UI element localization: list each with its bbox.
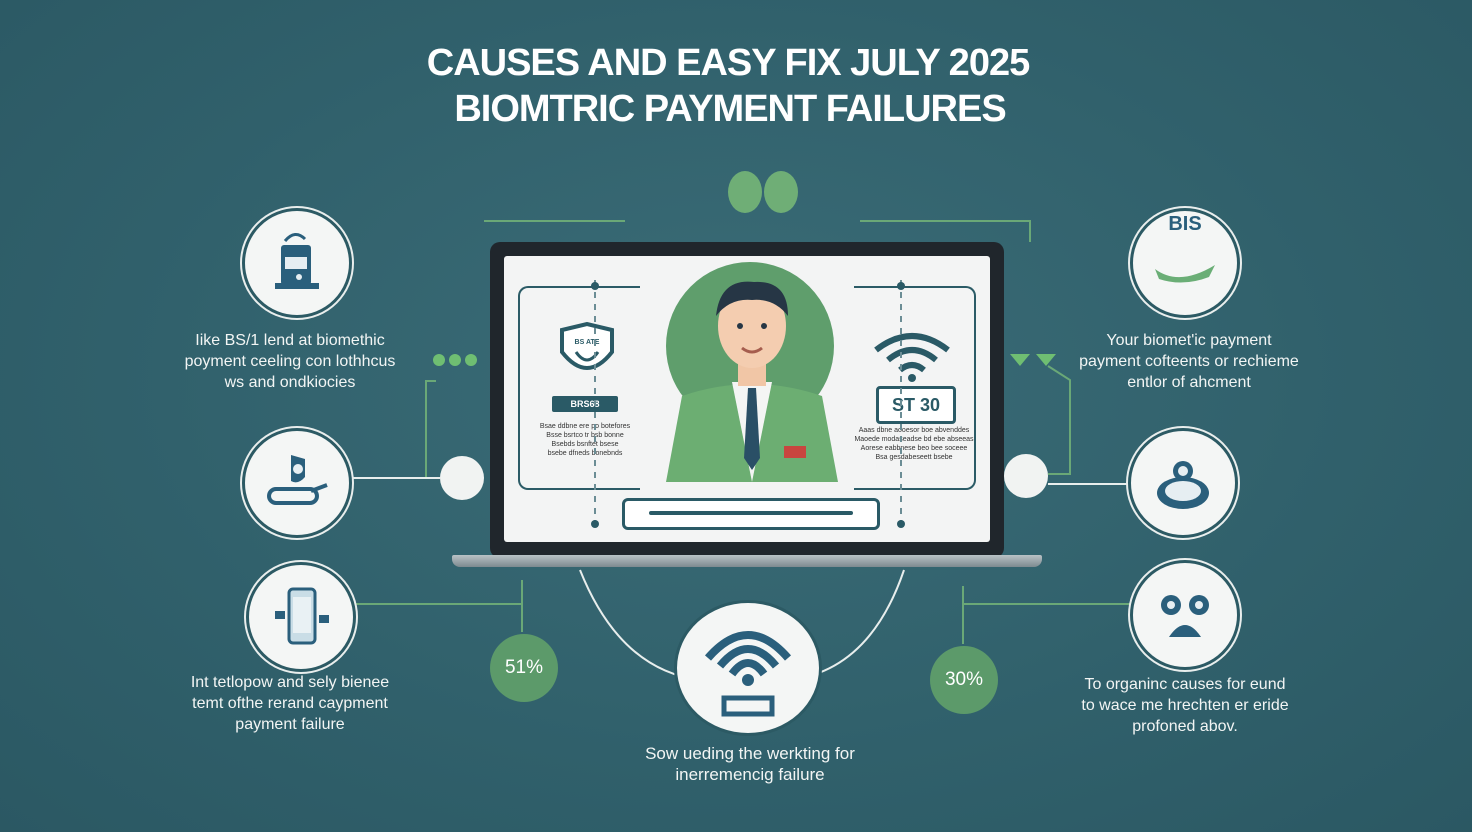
bottom-hub-circle bbox=[674, 600, 822, 736]
left-bottom-caption: Int tetlopow and sely bienee temt ofthe … bbox=[150, 672, 430, 735]
caption-line: inerremencig failure bbox=[675, 765, 825, 784]
bis-text: BIS bbox=[1168, 213, 1202, 235]
caption-line: payment failure bbox=[235, 716, 345, 733]
right-bottom-caption: To organinc causes for eund to wace me h… bbox=[1040, 674, 1330, 737]
title-line-2: BIOMTRIC PAYMENT FAILURES bbox=[454, 88, 1006, 130]
fingerprint-icon-circle bbox=[1130, 560, 1240, 670]
caption-line: temt ofthe rerand caypment bbox=[192, 695, 388, 712]
caption-line: to wace me hrechten er eride bbox=[1081, 697, 1289, 714]
bottom-caption: Sow ueding the werkting for inerremencig… bbox=[600, 743, 900, 785]
shield-icon bbox=[560, 322, 614, 370]
laptop-base bbox=[452, 555, 1042, 567]
wifi-icon bbox=[874, 333, 950, 382]
caption-line: poyment ceeling con lothhcus bbox=[184, 353, 396, 370]
stat-left: 51% bbox=[490, 634, 558, 702]
right-connector-node bbox=[1004, 454, 1048, 498]
shield-badge: BS ATE bbox=[574, 339, 600, 346]
title-line-1: CAUSES AND EASY FIX JULY 2025 bbox=[426, 42, 1030, 84]
left-dashed-line bbox=[591, 280, 599, 528]
kiosk-icon bbox=[275, 233, 319, 289]
tiny-line: bsebe dfneds bonebnds bbox=[547, 450, 623, 457]
arrow-indicator-icon bbox=[1010, 354, 1056, 366]
bis-icon: BIS bbox=[1149, 213, 1221, 313]
screen-left-text: Bsae ddbne ere po botefores Bsse bsrtco … bbox=[524, 422, 646, 458]
tiny-line: Maoede modaseadse bd ebe abseeas bbox=[854, 436, 974, 443]
caption-line: To organinc causes for eund bbox=[1084, 676, 1286, 693]
tiny-line: Aaas dbne aooesor boe abvenddes bbox=[858, 427, 970, 434]
tiny-line: Bsae ddbne ere po botefores bbox=[539, 423, 631, 430]
tiny-line: Bsebds bsnftet bsese bbox=[551, 441, 619, 448]
phone-icon-circle bbox=[246, 562, 356, 672]
tiny-line: Bsa gesdabeseett bsebe bbox=[875, 454, 953, 461]
biometric-scan-icon bbox=[704, 631, 792, 717]
caption-line: Int tetlopow and sely bienee bbox=[190, 674, 390, 691]
right-dashed-line bbox=[897, 280, 905, 528]
bis-icon-circle: BIS bbox=[1130, 208, 1240, 318]
hand-shield-icon bbox=[267, 455, 328, 505]
caption-line: ws and ondkiocies bbox=[224, 374, 356, 391]
caption-line: profoned abov. bbox=[1132, 718, 1238, 735]
right-top-caption: Your biomet'ic payment payment cofteents… bbox=[1046, 330, 1332, 393]
dots-indicator bbox=[433, 354, 477, 366]
left-connector-node bbox=[440, 456, 484, 500]
person-illustration bbox=[666, 281, 838, 482]
caption-line: entlor of ahcment bbox=[1127, 374, 1251, 391]
screen-left-panel bbox=[518, 286, 640, 490]
phone-icon bbox=[275, 587, 329, 645]
face-scan-icon bbox=[1157, 461, 1209, 509]
caption-line: Your biomet'ic payment bbox=[1106, 332, 1272, 349]
fingerprint-faces-icon bbox=[1161, 595, 1209, 637]
left-top-caption: Iike BS/1 lend at biomethic poyment ceel… bbox=[150, 330, 430, 393]
progress-bar-fill bbox=[649, 511, 853, 515]
screen-left-label: BRS68 bbox=[552, 396, 618, 412]
hand-icon bbox=[1155, 265, 1215, 283]
hand-icon-circle bbox=[242, 428, 352, 538]
tiny-line: Bsse bsrtco tr bsb bonne bbox=[546, 432, 624, 439]
screen-right-panel bbox=[854, 286, 976, 490]
stat-right: 30% bbox=[930, 646, 998, 714]
tiny-line: Aorese eabbnese beo bee soceee bbox=[860, 445, 968, 452]
kiosk-icon-circle bbox=[242, 208, 352, 318]
link-icon bbox=[726, 170, 800, 214]
caption-line: Sow ueding the werkting for bbox=[645, 744, 855, 763]
laptop-screen: BS ATE BRS68 Bsae ddbne ere po botefores… bbox=[504, 256, 990, 542]
caption-line: payment cofteents or rechieme bbox=[1079, 353, 1299, 370]
caption-line: Iike BS/1 lend at biomethic bbox=[195, 332, 385, 349]
face-scan-icon-circle bbox=[1128, 428, 1238, 538]
screen-right-display: ST 30 bbox=[876, 386, 956, 424]
screen-right-text: Aaas dbne aooesor boe abvenddes Maoede m… bbox=[844, 426, 984, 462]
progress-bar bbox=[622, 498, 880, 530]
